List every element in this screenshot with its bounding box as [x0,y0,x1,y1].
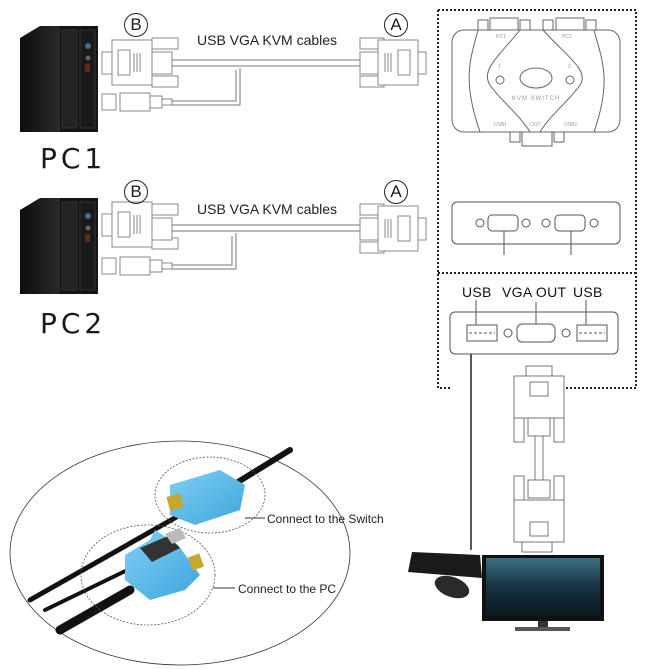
switch-rear-panel [451,201,621,255]
pc2-end-b-label: B [124,180,148,204]
callout-pc-connector [80,524,216,626]
mouse [434,575,470,599]
pc1-label: PC1 [40,142,107,175]
switch-port-pc2-label: PC2 [562,34,572,40]
monitor [482,555,604,631]
pc1-end-a-label: A [384,13,408,37]
pc1-tower [20,26,98,132]
pc2-tower [20,198,98,294]
pc2-vga-connector-b [101,201,179,250]
pc1-cable-label: USB VGA KVM cables [197,32,338,48]
keyboard [408,552,482,578]
pc2-cable [172,224,362,270]
switch-port-pc1-label: PC1 [496,34,506,40]
pc2-label: PC2 [40,307,107,340]
pc1-vga-connector-a [359,37,427,88]
pc2-usb-connector [101,256,173,276]
switch-port-usb1-label: USB1 [494,122,508,128]
pc2-vga-connector-a [359,203,427,254]
callout-switch-connector [154,456,266,534]
switch-name-label: KVM SWITCH [512,96,561,102]
switch-front-panel [449,300,619,355]
switch-dotted-border [437,9,637,389]
connect-pc-label: Connect to the PC [238,582,337,596]
pc1-end-b-label: B [124,13,148,37]
connect-switch-label: Connect to the Switch [267,512,384,526]
switch-button-1-label: 1 [498,64,501,70]
switch-button-2-label: 2 [568,64,571,70]
pc2-cable-label: USB VGA KVM cables [197,201,338,217]
switch-port-out-label: OUT [530,122,541,128]
pc2-end-a-label: A [384,180,408,204]
switch-port-usb2-label: USB2 [564,122,578,128]
pc1-usb-connector [101,92,173,112]
monitor-vga-cable [513,365,565,553]
kvm-switch-top-view [451,17,621,147]
front-usb-left-label: USB [462,284,492,300]
pc1-vga-connector-b [101,37,179,88]
front-vga-out-label: VGA OUT [502,284,567,300]
pc1-cable [172,59,362,106]
front-usb-right-label: USB [573,284,603,300]
